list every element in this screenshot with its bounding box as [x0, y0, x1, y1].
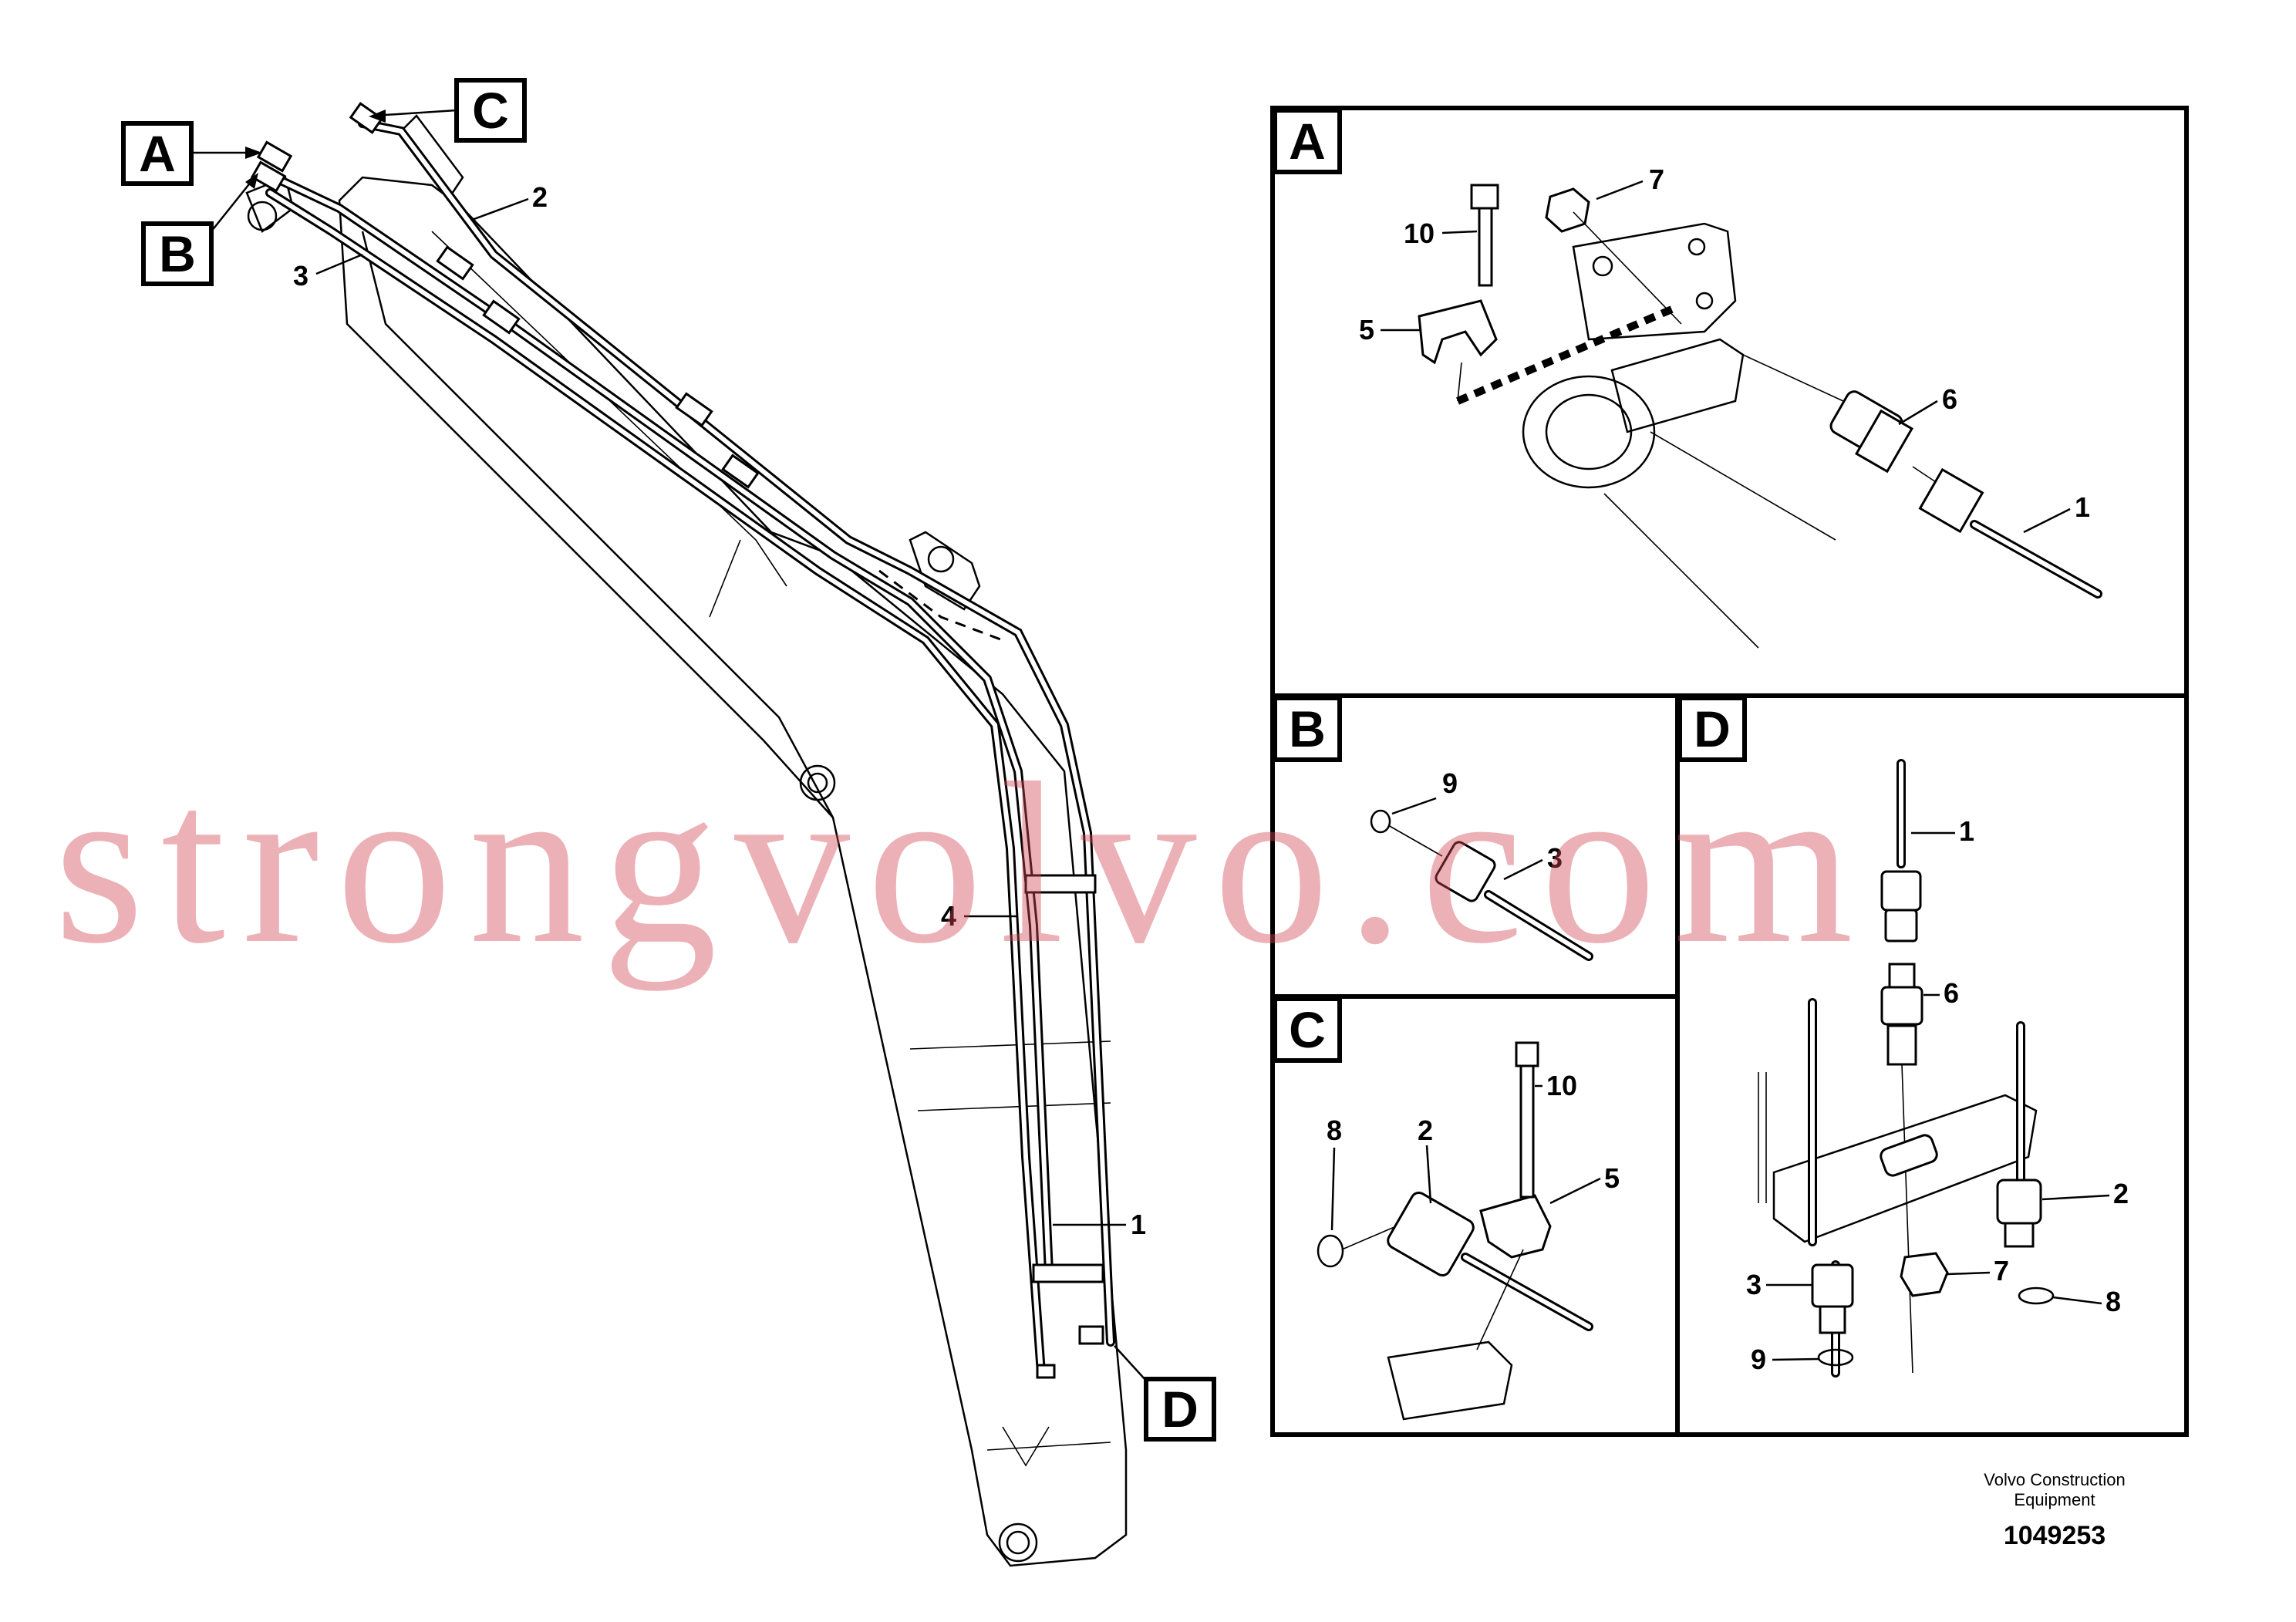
- panel-b-callout-9: 9: [1442, 767, 1458, 799]
- footer-company-line2: Equipment: [2014, 1490, 2095, 1509]
- callout-box-c: C: [454, 78, 527, 143]
- panel-a-letter: A: [1289, 113, 1326, 170]
- callout-box-d: D: [1144, 1377, 1216, 1442]
- callout-letter-b: B: [159, 225, 196, 282]
- panel-d-callout-2: 2: [2113, 1178, 2129, 1209]
- detail-panel-c: C: [1273, 996, 1593, 1421]
- footer-block: Volvo Construction Equipment 1049253: [1984, 1470, 2125, 1550]
- callout-letter-c: C: [472, 82, 509, 139]
- footer-drawing-number: 1049253: [2004, 1521, 2106, 1550]
- arm-assembly-drawing: [245, 102, 1128, 1567]
- main-callout-4: 4: [941, 900, 956, 932]
- detail-panel-d: D: [1677, 696, 2055, 1378]
- panel-c-callout-10: 10: [1546, 1070, 1577, 1101]
- detail-panel-b: B: [1273, 696, 1593, 961]
- panel-a-callout-1: 1: [2075, 491, 2090, 523]
- callout-box-a: A: [121, 121, 194, 186]
- callout-box-b: B: [141, 221, 214, 286]
- panel-d-callout-1: 1: [1959, 815, 1974, 847]
- panel-d-callout-6: 6: [1944, 977, 1959, 1009]
- panel-c-callout-5: 5: [1604, 1162, 1620, 1194]
- panel-d-letter: D: [1694, 700, 1731, 757]
- panel-d-callout-7: 7: [1994, 1255, 2009, 1286]
- panel-b-callout-3: 3: [1547, 842, 1563, 874]
- callout-letter-a: A: [139, 125, 176, 182]
- panel-c-letter: C: [1289, 1001, 1326, 1058]
- panel-a-callout-7: 7: [1649, 164, 1664, 195]
- panel-a-callout-10: 10: [1404, 218, 1435, 249]
- panel-c-callout-8: 8: [1327, 1114, 1342, 1146]
- panel-d-callout-8: 8: [2106, 1286, 2121, 1317]
- main-callout-1: 1: [1131, 1209, 1146, 1240]
- main-callout-2: 2: [532, 181, 548, 213]
- detail-panel-a: A: [1273, 108, 2102, 649]
- panel-a-callout-6: 6: [1942, 383, 1957, 415]
- main-callout-3: 3: [293, 260, 308, 292]
- panel-d-callout-3: 3: [1746, 1269, 1762, 1300]
- footer-company-line1: Volvo Construction: [1984, 1470, 2125, 1489]
- watermark-text: strongvolvo.com: [54, 735, 1870, 992]
- panel-a-callout-5: 5: [1359, 314, 1374, 346]
- callout-letter-d: D: [1161, 1381, 1199, 1438]
- panel-d-callout-9: 9: [1751, 1344, 1766, 1375]
- panel-b-letter: B: [1289, 700, 1326, 757]
- panel-c-callout-2: 2: [1418, 1114, 1433, 1146]
